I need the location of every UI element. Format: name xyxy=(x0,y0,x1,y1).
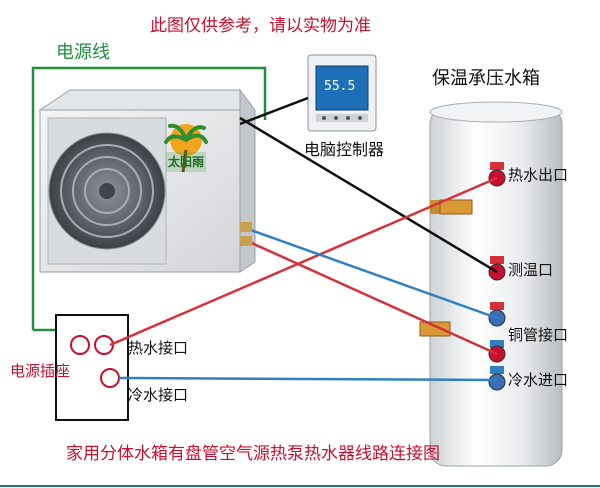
tank-port-cold-in xyxy=(488,366,506,391)
tank-port-hot-out xyxy=(488,162,506,187)
tank-copper-port-label: 铜管接口 xyxy=(508,326,569,344)
tank-hot-out-label: 热水出口 xyxy=(508,166,569,184)
controller-label: 电脑控制器 xyxy=(304,140,385,159)
box-cold-port xyxy=(100,368,120,388)
unit-pipe-connector-lower xyxy=(240,236,252,246)
hot-pipe-unit-to-tank xyxy=(244,238,498,356)
box-hot-port-label: 热水接口 xyxy=(128,339,189,357)
tank-temp-port-label: 测温口 xyxy=(508,261,554,279)
junction-box xyxy=(55,314,129,421)
hot-pipe-box-to-tank xyxy=(109,176,498,347)
cold-pipe-box-to-tank xyxy=(118,376,498,382)
box-cold-port-label: 冷水接口 xyxy=(128,386,189,404)
brand-text: 太阳雨 xyxy=(168,155,205,169)
box-hot-port-1 xyxy=(70,335,90,355)
brand-logo xyxy=(164,123,208,173)
unit-pipe-connector-upper xyxy=(240,222,252,232)
controller-screen-value: 55.5 xyxy=(324,79,356,94)
diagram-caption: 家用分体水箱有盘管空气源热泵热水器线路连接图 xyxy=(66,444,440,464)
power-line xyxy=(31,66,267,330)
controller-device xyxy=(307,54,377,132)
box-power-socket-label: 电源插座 xyxy=(10,362,71,380)
tank-label: 保温承压水箱 xyxy=(432,68,540,89)
controller-wire xyxy=(239,96,309,126)
tank-cold-in-label: 冷水进口 xyxy=(508,371,569,389)
tank-port-copper-upper xyxy=(488,302,506,327)
cold-pipe-unit-to-tank xyxy=(244,226,498,320)
storage-tank xyxy=(419,101,563,467)
notice-title: 此图仅供参考，请以实物为准 xyxy=(150,16,371,36)
sensor-wire xyxy=(239,116,498,274)
outdoor-unit xyxy=(38,88,256,273)
power-line-label: 电源线 xyxy=(56,42,110,63)
